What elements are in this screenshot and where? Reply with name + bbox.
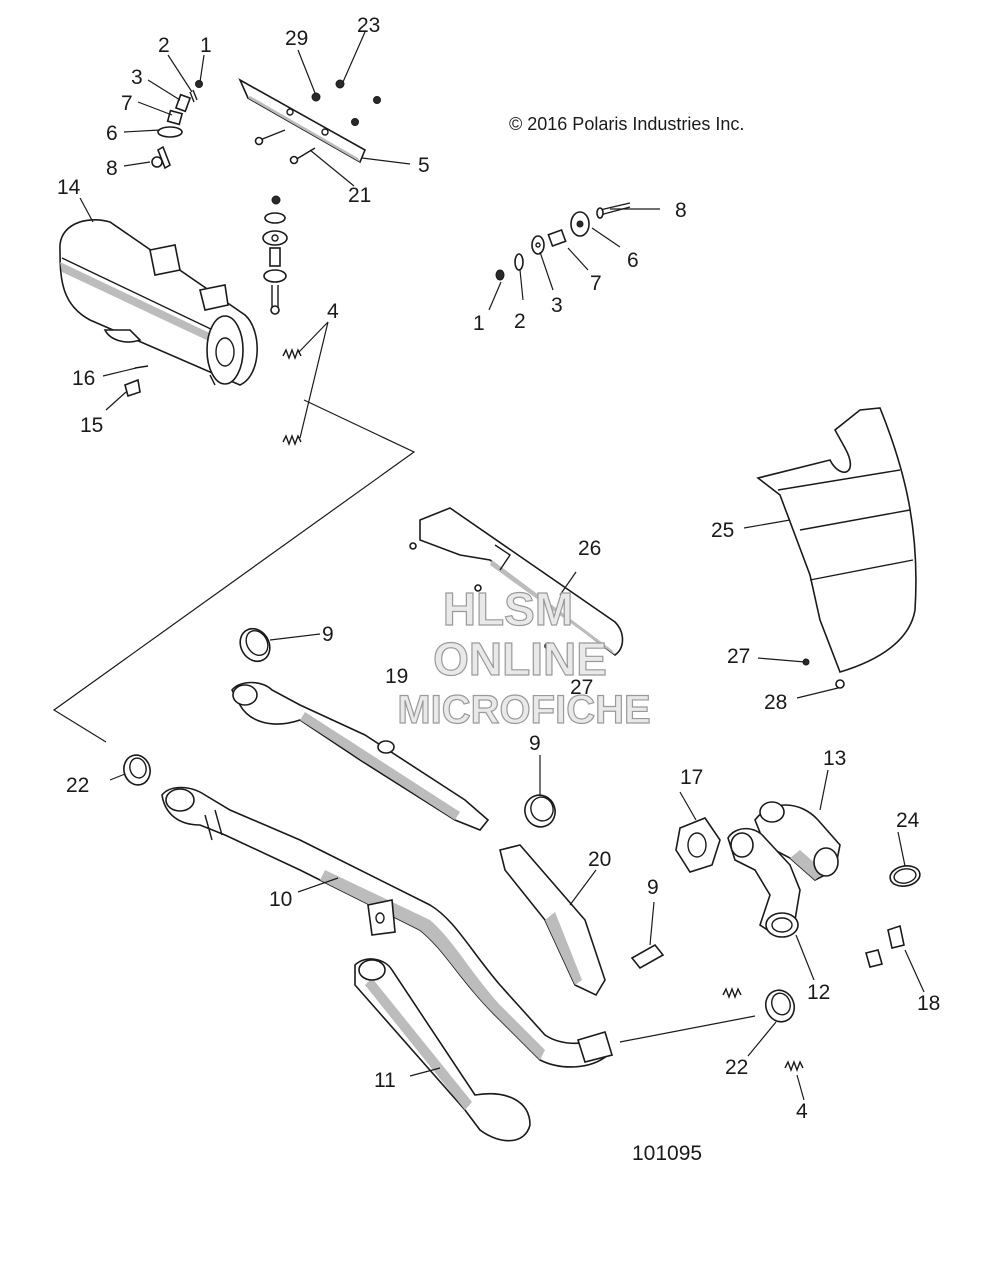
callout-3-right: 3 bbox=[551, 294, 563, 317]
pipe-part-19 bbox=[231, 681, 490, 831]
clamp-part-9-upper bbox=[239, 627, 271, 663]
y-pipe-part-13 bbox=[754, 801, 841, 881]
callout-8: 8 bbox=[106, 157, 118, 180]
copyright-notice: © 2016 Polaris Industries Inc. bbox=[509, 114, 744, 134]
callout-7: 7 bbox=[121, 92, 133, 115]
callout-4-bottom: 4 bbox=[796, 1100, 808, 1123]
shield-part-26 bbox=[409, 507, 624, 656]
callout-10: 10 bbox=[269, 888, 292, 911]
sensor-part-18 bbox=[865, 924, 905, 968]
callout-14: 14 bbox=[57, 176, 81, 199]
callout-26: 26 bbox=[578, 537, 601, 560]
grommet-stack bbox=[262, 195, 288, 315]
gasket-connection-line bbox=[619, 1015, 756, 1043]
callout-21: 21 bbox=[348, 184, 371, 207]
callout-8-right: 8 bbox=[675, 199, 687, 222]
callout-27-right: 27 bbox=[727, 645, 750, 668]
callout-9-middle: 9 bbox=[529, 732, 541, 755]
spring-part-4-lower bbox=[282, 434, 302, 446]
figure-number: 101095 bbox=[632, 1142, 702, 1165]
bracket-part-15 bbox=[124, 378, 141, 398]
leader-lines bbox=[79, 31, 925, 1101]
callout-1: 1 bbox=[200, 34, 212, 57]
callout-23: 23 bbox=[357, 14, 380, 37]
callout-18: 18 bbox=[917, 992, 940, 1015]
clamp-part-24 bbox=[889, 865, 921, 887]
callout-6: 6 bbox=[106, 122, 118, 145]
callout-27-mid: 27 bbox=[570, 676, 593, 699]
spring-part-4-bottom-b bbox=[784, 1060, 804, 1072]
callout-13: 13 bbox=[823, 747, 846, 770]
spring-part-4-upper bbox=[282, 348, 302, 360]
watermark-line-1: HLSM bbox=[443, 583, 573, 635]
muffler-part-14 bbox=[59, 219, 258, 386]
callout-22-bottom: 22 bbox=[725, 1056, 748, 1079]
clamp-part-9-middle bbox=[524, 794, 556, 828]
callout-19: 19 bbox=[385, 665, 408, 688]
callout-2: 2 bbox=[158, 34, 170, 57]
callout-29: 29 bbox=[285, 27, 308, 50]
hardware-stack-right bbox=[495, 202, 631, 281]
callout-28: 28 bbox=[764, 691, 787, 714]
watermark-line-3: MICROFICHE bbox=[397, 688, 650, 732]
callout-24: 24 bbox=[896, 809, 920, 832]
clamp-part-9-right bbox=[630, 943, 665, 970]
callout-11: 11 bbox=[374, 1069, 396, 1092]
callout-labels: 1 2 3 7 6 8 29 23 5 21 14 4 16 15 8 6 7 … bbox=[57, 14, 940, 1123]
shield-part-20 bbox=[499, 844, 606, 997]
gasket-part-22-bottom bbox=[764, 989, 796, 1023]
clip-part-16 bbox=[134, 365, 149, 369]
assembly-connection-line bbox=[52, 399, 416, 743]
callout-16: 16 bbox=[72, 367, 95, 390]
spring-part-4-bottom-a bbox=[722, 987, 742, 999]
gasket-part-22-left bbox=[123, 754, 151, 786]
watermark: HLSM ONLINE MICROFICHE bbox=[397, 582, 652, 732]
callout-2-right: 2 bbox=[514, 310, 526, 333]
callout-3: 3 bbox=[131, 66, 143, 89]
watermark-line-2: ONLINE bbox=[433, 633, 607, 685]
gasket-part-17 bbox=[675, 817, 721, 873]
callout-4: 4 bbox=[327, 300, 339, 323]
callout-12: 12 bbox=[807, 981, 830, 1004]
callout-17: 17 bbox=[680, 766, 703, 789]
callout-20: 20 bbox=[588, 848, 611, 871]
y-pipe-part-12 bbox=[727, 827, 801, 938]
hardware-stack-top-left bbox=[151, 80, 203, 170]
callout-9-right: 9 bbox=[647, 876, 659, 899]
callout-22-left: 22 bbox=[66, 774, 89, 797]
callout-25: 25 bbox=[711, 519, 734, 542]
callout-6-right: 6 bbox=[627, 249, 639, 272]
callout-9-upper: 9 bbox=[322, 623, 334, 646]
callout-15: 15 bbox=[80, 414, 103, 437]
callout-1-right: 1 bbox=[473, 312, 485, 335]
heat-shield-part-25 bbox=[756, 407, 917, 689]
callout-5: 5 bbox=[418, 154, 430, 177]
callout-7-right: 7 bbox=[590, 272, 602, 295]
head-pipe-part-10 bbox=[161, 786, 614, 1068]
mounting-bracket-part-5 bbox=[238, 78, 381, 165]
pipe-part-11 bbox=[354, 958, 531, 1142]
